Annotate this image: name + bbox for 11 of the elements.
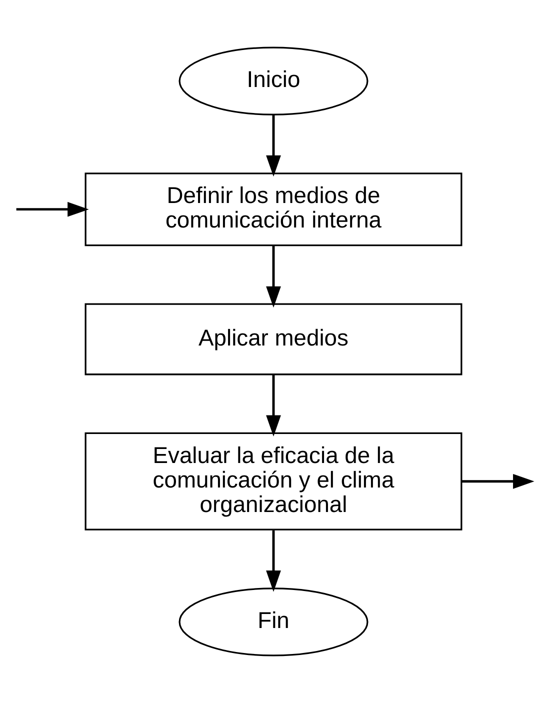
node-ellipse: Fin bbox=[178, 587, 368, 656]
node-box: Aplicar medios bbox=[84, 302, 462, 375]
arrow bbox=[266, 114, 281, 176]
arrow bbox=[16, 201, 89, 216]
node-box: Definir los medios de comunicación interna bbox=[84, 172, 462, 246]
node-box: Evaluar la eficacia de la comunicación y el clima organizacional bbox=[84, 432, 462, 530]
arrow bbox=[266, 374, 281, 436]
arrow bbox=[462, 473, 534, 488]
arrow bbox=[266, 530, 281, 592]
arrow bbox=[266, 245, 281, 308]
node-ellipse: Inicio bbox=[178, 46, 368, 115]
